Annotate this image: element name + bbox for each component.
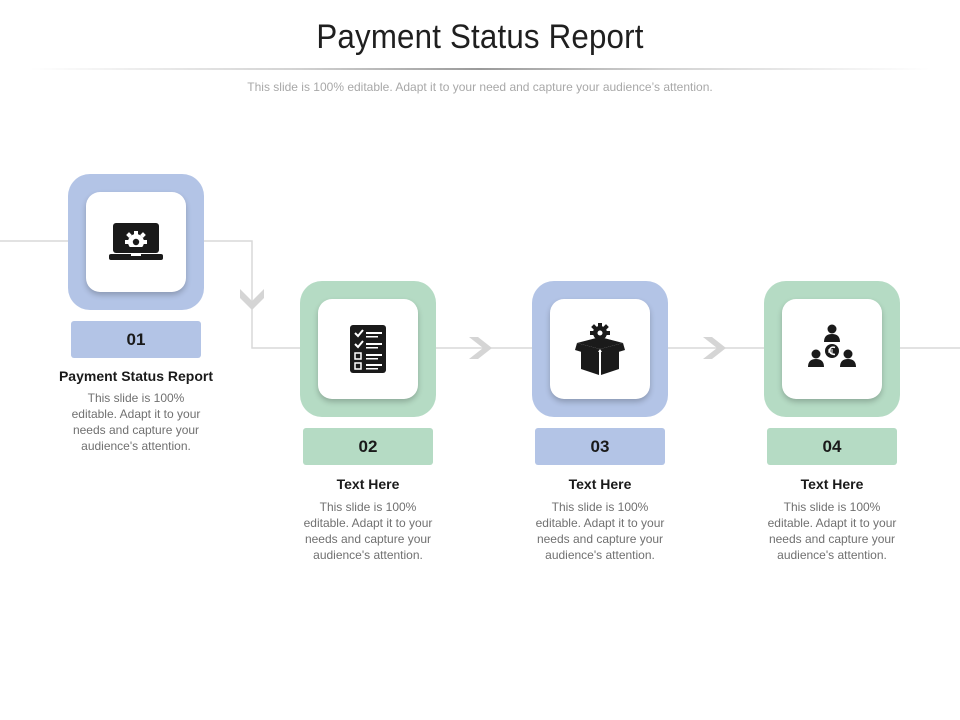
box-gear-icon xyxy=(575,323,625,375)
team-euro-icon xyxy=(808,324,856,367)
step-1-title: Payment Status Report xyxy=(58,368,214,384)
step-2-number-badge: 02 xyxy=(303,428,433,465)
step-4-title: Text Here xyxy=(800,476,864,492)
step-1-tile xyxy=(68,174,204,310)
step-3-tile xyxy=(532,281,668,417)
chevron-down-arrow xyxy=(240,289,264,310)
laptop-gear-icon xyxy=(109,223,163,260)
step-2-icon-card xyxy=(318,299,418,399)
step-4-number-badge: 04 xyxy=(767,428,897,465)
step-2-tile xyxy=(300,281,436,417)
step-2-title: Text Here xyxy=(336,476,400,492)
page-subtitle: This slide is 100% editable. Adapt it to… xyxy=(247,80,713,94)
step-4-tile xyxy=(764,281,900,417)
step-3-description: This slide is 100% editable. Adapt it to… xyxy=(535,500,665,562)
page-title: Payment Status Report xyxy=(316,18,644,56)
step-1-description: This slide is 100% editable. Adapt it to… xyxy=(71,391,201,453)
step-1-number-badge: 01 xyxy=(71,321,201,358)
step-1-icon-card xyxy=(86,192,186,292)
step-3-icon-card xyxy=(550,299,650,399)
step-4-icon-card xyxy=(782,299,882,399)
step-2-description: This slide is 100% editable. Adapt it to… xyxy=(303,500,433,562)
chevron-right-arrow-1 xyxy=(469,337,492,359)
title-divider xyxy=(30,68,930,70)
step-3-title: Text Here xyxy=(568,476,632,492)
step-4-description: This slide is 100% editable. Adapt it to… xyxy=(767,500,897,562)
checklist-icon xyxy=(350,325,386,373)
chevron-right-arrow-2 xyxy=(703,337,726,359)
step-3-number-badge: 03 xyxy=(535,428,665,465)
